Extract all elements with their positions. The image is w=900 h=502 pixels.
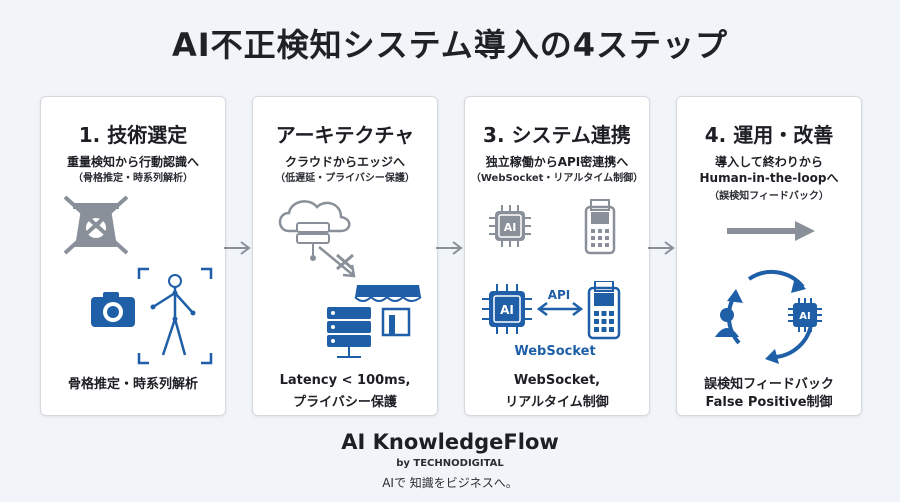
crossed-weight-scale-icon	[63, 195, 129, 255]
step-footer-line-2: False Positive制御	[705, 395, 833, 410]
step-note: （骨格推定・時系列解析）	[73, 173, 193, 184]
step-note: （WebSocket・リアルタイム制御）	[470, 173, 644, 184]
ai-chip-label: AI	[500, 303, 514, 317]
step-heading: 1. 技術選定	[78, 123, 188, 147]
step-card-2: アーキテクチャ クラウドからエッジへ （低遅延・プライバシー保護） Latenc…	[252, 96, 438, 416]
page-title: AI不正検知システム導入の4ステップ	[172, 26, 728, 64]
step-subtitle: 独立稼働からAPI密連携へ	[485, 155, 629, 169]
camera-icon	[91, 292, 135, 327]
payment-terminal-grey-icon	[584, 199, 616, 255]
step-footer-line-1: Latency < 100ms,	[279, 373, 411, 388]
step-subtitle-line-2: Human-in-the-loopへ	[699, 171, 839, 185]
step-heading: 3. システム連携	[483, 123, 631, 147]
step-card-4: 4. 運用・改善 導入して終わりから Human-in-the-loopへ （誤…	[676, 96, 862, 416]
brand-byline: by TECHNODIGITAL	[396, 458, 504, 469]
arrow-right-icon	[224, 241, 251, 255]
step-card-1: 1. 技術選定 重量検知から行動認識へ （骨格推定・時系列解析） 骨格推定・時系…	[40, 96, 226, 416]
step-footer-line-2: リアルタイム制御	[505, 395, 609, 410]
step-footer-line-2: プライバシー保護	[293, 395, 397, 410]
step-subtitle: 導入して終わりから	[715, 155, 823, 169]
cloud-server-icon	[278, 200, 351, 261]
api-label: API	[548, 288, 571, 302]
arrow-right-icon	[436, 241, 463, 255]
edge-store-server-icon	[327, 285, 422, 358]
step-note: （低遅延・プライバシー保護）	[275, 173, 415, 184]
step-footer-line-1: 骨格推定・時系列解析	[67, 377, 198, 392]
skeleton-detection-icon	[137, 267, 213, 365]
step-heading: 4. 運用・改善	[704, 123, 834, 147]
brand-name: AI KnowledgeFlow	[341, 430, 559, 454]
feedback-loop-icon: AI	[715, 269, 822, 364]
arrow-right-icon	[648, 241, 675, 255]
cross-arrow-icon	[318, 246, 356, 278]
step-card-3: 3. システム連携 独立稼働からAPI密連携へ （WebSocket・リアルタイ…	[464, 96, 650, 416]
ai-chip-label: AI	[504, 221, 517, 234]
ai-chip-grey-icon: AI	[489, 205, 531, 247]
brand-tagline: AIで 知識をビジネスへ。	[382, 476, 518, 490]
websocket-label: WebSocket	[514, 344, 595, 359]
ai-api-terminal-link-icon: AI API WebSocket	[482, 281, 621, 359]
step-footer-line-1: 誤検知フィードバック	[704, 377, 834, 392]
step-note: （誤検知フィードバック）	[709, 191, 829, 202]
ai-chip-label: AI	[799, 311, 810, 322]
step-subtitle: 重量検知から行動認識へ	[66, 155, 199, 169]
step-heading: アーキテクチャ	[275, 123, 415, 147]
step-footer-line-1: WebSocket,	[513, 373, 601, 388]
step-subtitle: クラウドからエッジへ	[284, 155, 405, 169]
forward-arrow-icon	[727, 221, 815, 241]
